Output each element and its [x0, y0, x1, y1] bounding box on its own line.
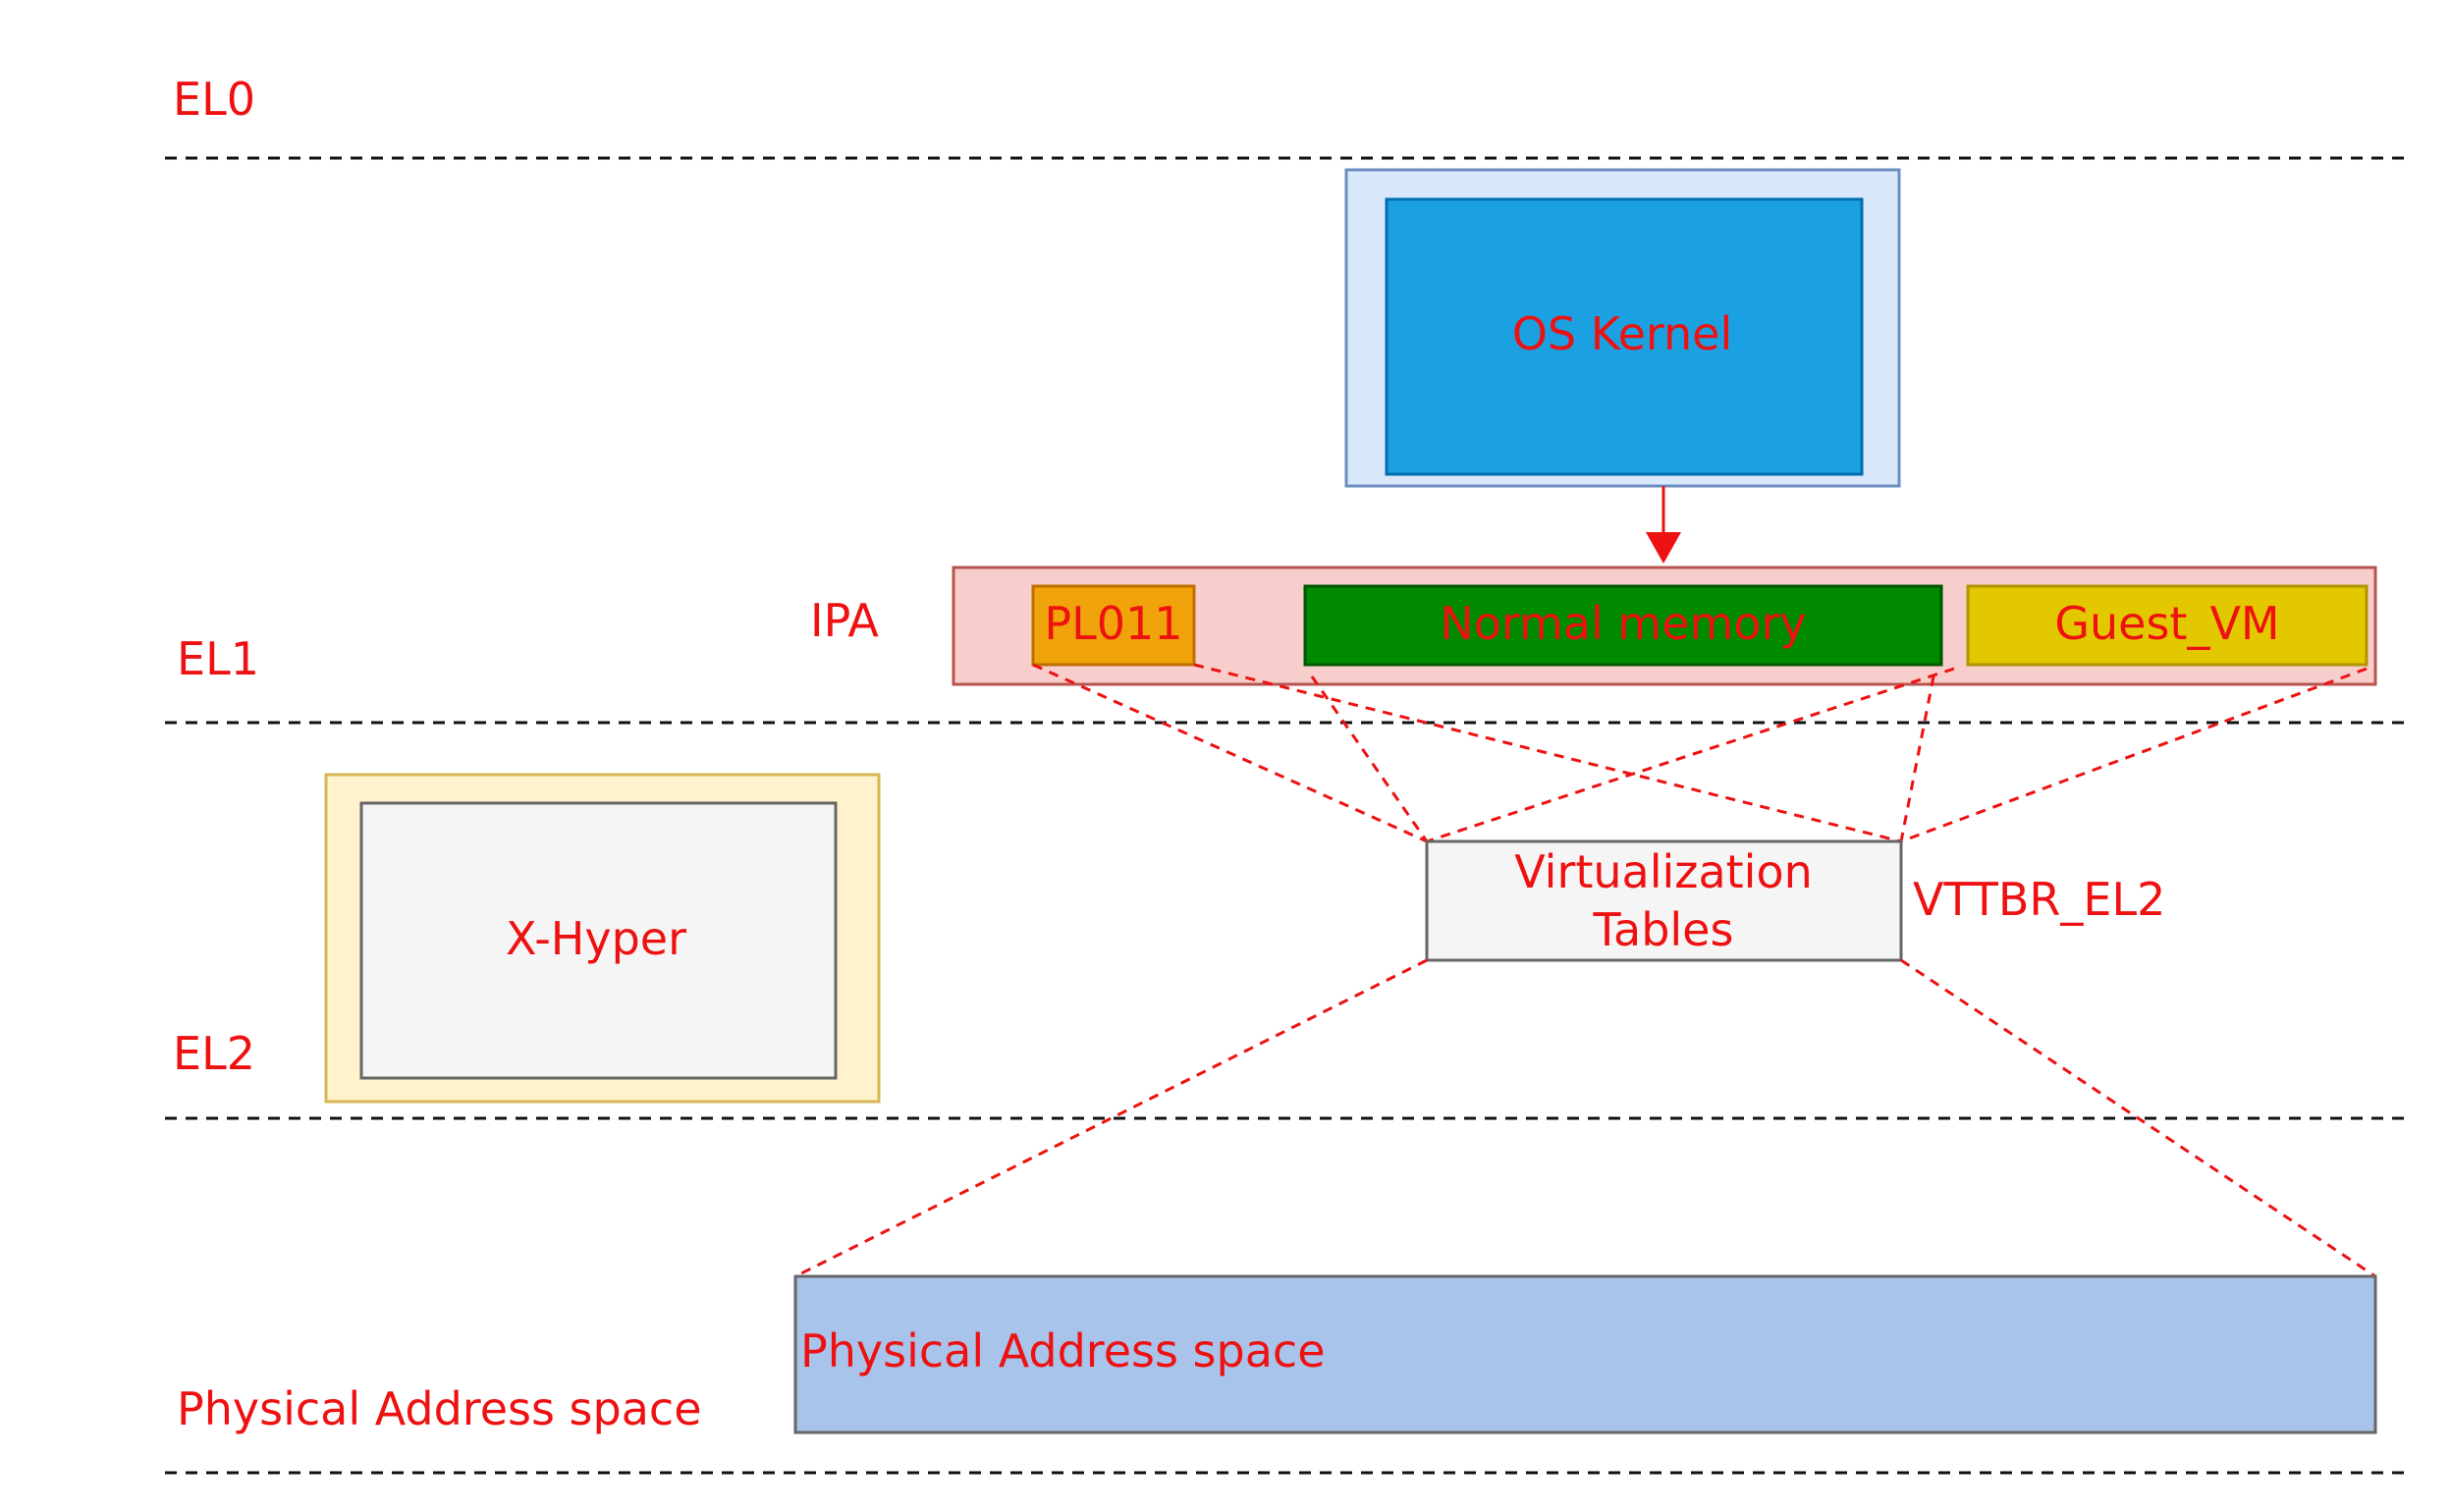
mapping-line [1193, 663, 1902, 843]
guest-vm-region [1966, 584, 2369, 667]
normal-memory-label: Normal memory [1440, 597, 1806, 650]
physical-mapping-lines [794, 958, 2376, 1278]
mapping-line [794, 958, 1428, 1278]
ipa-block: PL011 Normal memory Guest_VM [952, 566, 2377, 686]
mapping-line [1032, 663, 1428, 843]
arrow-head-icon [1646, 532, 1681, 564]
guest-vm-label: Guest_VM [2054, 597, 2279, 650]
pl011-region [1031, 584, 1196, 667]
os-kernel-block: OS Kernel [1344, 168, 1901, 488]
physical-address-space-block: Physical Address space [793, 1274, 2377, 1434]
x-hyper-label: X-Hyper [506, 912, 686, 965]
x-hyper-inner [359, 801, 838, 1080]
virtualization-tables-box [1425, 839, 1903, 962]
os-kernel-label: OS Kernel [1512, 307, 1733, 360]
virtualization-tables-line1: Virtualization [1514, 845, 1813, 898]
pl011-label: PL011 [1044, 597, 1182, 650]
virtualization-tables-line2: Tables [1593, 903, 1734, 956]
physical-address-space-label: Physical Address space [800, 1324, 1326, 1377]
ipa-mapping-lines [1032, 663, 2368, 843]
mapping-line [1899, 675, 1935, 842]
mapping-line [1900, 667, 2368, 843]
kernel-to-ipa-arrow [1646, 486, 1681, 564]
level-label-el2: EL2 [173, 1027, 255, 1080]
mapping-line [1310, 675, 1429, 842]
level-separators [165, 156, 2406, 1475]
x-hyper-block: X-Hyper [324, 773, 881, 1104]
mapping-line [1900, 958, 2376, 1278]
physical-address-space-box [793, 1274, 2377, 1434]
os-kernel-inner [1385, 197, 1864, 476]
level-label-physical: Physical Address space [177, 1382, 702, 1435]
vttbr-el2-label: VTTBR_EL2 [1913, 873, 2165, 926]
mapping-line [1426, 667, 1955, 843]
ipa-label: IPA [810, 594, 879, 647]
virtualization-tables-block: Virtualization Tables [1425, 839, 1903, 962]
level-label-el0: EL0 [173, 73, 255, 126]
level-label-el1: EL1 [177, 632, 259, 685]
normal-memory-region [1303, 584, 1943, 667]
